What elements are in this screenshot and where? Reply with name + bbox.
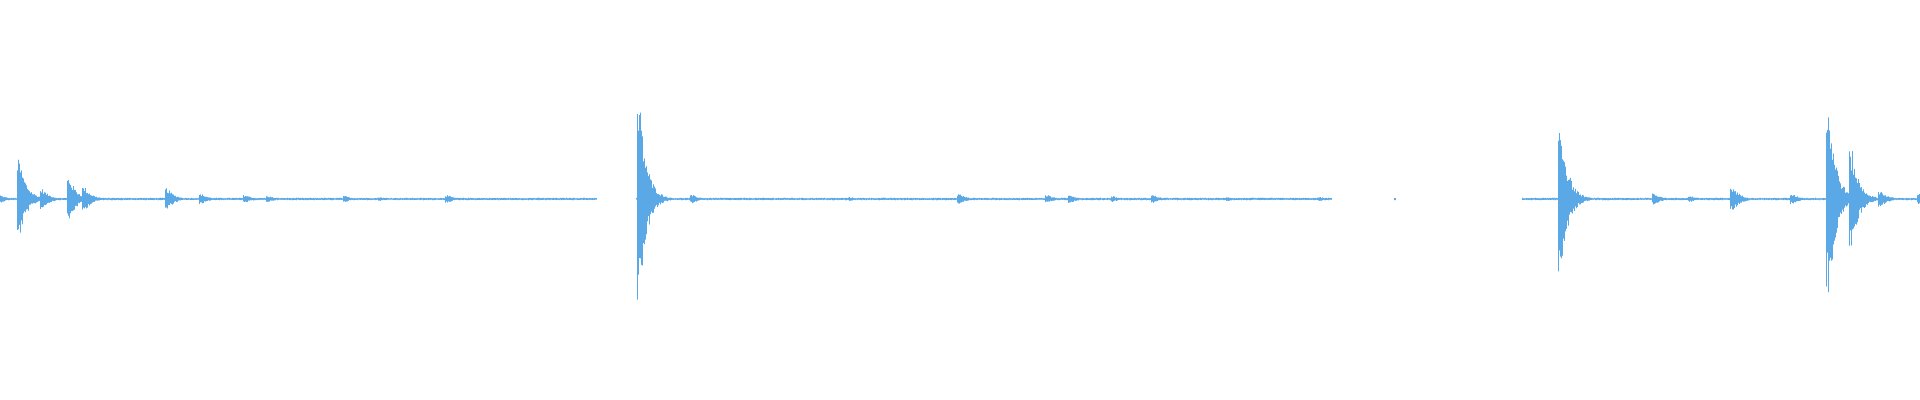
waveform-samples xyxy=(0,112,1920,300)
waveform-sample-dot xyxy=(1394,198,1395,200)
